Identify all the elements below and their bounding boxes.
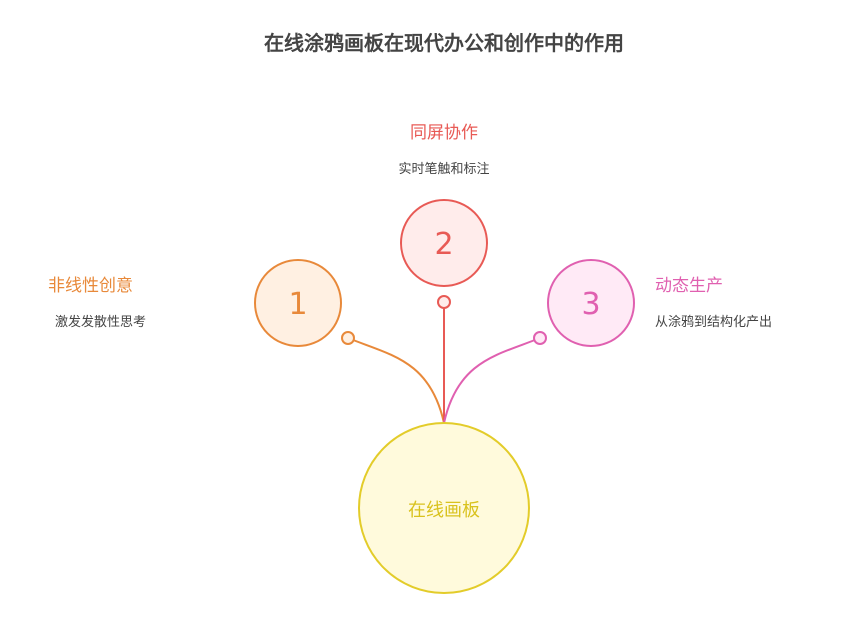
connector-dot-1 — [341, 331, 355, 345]
node-title-1: 非线性创意 — [48, 276, 133, 296]
page-title: 在线涂鸦画板在现代办公和创作中的作用 — [264, 31, 624, 55]
node-number-3: 3 — [581, 287, 600, 322]
node-circle-2 — [400, 199, 488, 287]
center-circle — [358, 422, 530, 594]
center-label: 在线画板 — [408, 500, 480, 521]
node-desc-2: 实时笔触和标注 — [398, 161, 489, 177]
node-title-2: 同屏协作 — [410, 123, 478, 143]
node-title-3: 动态生产 — [655, 276, 723, 296]
node-desc-3: 从涂鸦到结构化产出 — [655, 314, 772, 330]
connector-3 — [443, 337, 541, 424]
node-desc-1: 激发发散性思考 — [55, 314, 146, 330]
connector-1 — [347, 337, 445, 424]
node-number-1: 1 — [288, 287, 307, 322]
connector-dot-3 — [533, 331, 547, 345]
node-number-2: 2 — [434, 227, 453, 262]
connector-dot-2 — [437, 295, 451, 309]
node-circle-1 — [254, 259, 342, 347]
node-circle-3 — [547, 259, 635, 347]
